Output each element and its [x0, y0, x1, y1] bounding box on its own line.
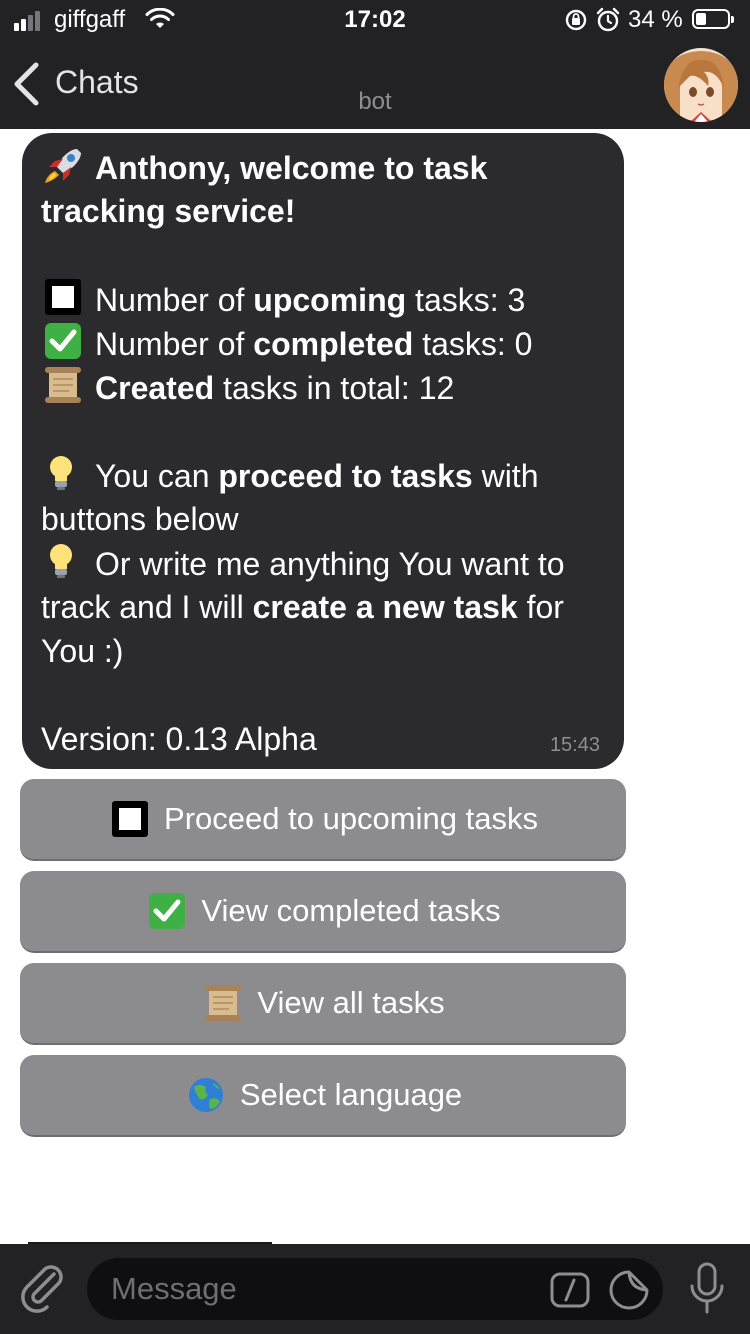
white-square-icon — [108, 799, 152, 839]
white-square-icon — [41, 277, 85, 317]
message-placeholder: Message — [111, 1271, 237, 1306]
tip-2-line-3: You :) — [41, 633, 124, 669]
carrier-name: giffgaff — [54, 6, 126, 33]
chevron-left-icon — [14, 62, 39, 106]
button-label: View all tasks — [257, 985, 445, 1020]
battery-level — [696, 13, 706, 25]
message-time: 15:43 — [549, 734, 600, 756]
sticker-icon[interactable] — [608, 1269, 650, 1311]
upcoming-tasks-line: Number of upcoming tasks: 3 — [41, 277, 604, 321]
microphone-icon[interactable] — [688, 1262, 726, 1316]
avatar[interactable] — [664, 48, 738, 122]
view-completed-button[interactable]: View completed tasks — [20, 871, 626, 953]
scroll-icon — [41, 365, 85, 405]
check-mark-icon — [145, 891, 189, 931]
created-tasks-line: Created tasks in total: 12 — [41, 365, 604, 409]
welcome-title-line-2: tracking service! — [41, 193, 296, 229]
welcome-title-line-1: Anthony, welcome to task — [95, 150, 488, 186]
version-text: Version: 0.13 Alpha — [41, 721, 317, 757]
completed-tasks-line: Number of completed tasks: 0 — [41, 321, 604, 365]
proceed-upcoming-button[interactable]: Proceed to upcoming tasks — [20, 779, 626, 861]
button-label: Proceed to upcoming tasks — [164, 801, 538, 836]
globe-icon — [184, 1075, 228, 1115]
rocket-icon — [41, 145, 85, 185]
view-all-button[interactable]: View all tasks — [20, 963, 626, 1045]
status-time: 17:02 — [344, 6, 406, 33]
bot-command-icon[interactable] — [550, 1272, 590, 1308]
check-mark-icon — [41, 321, 85, 361]
tip-1-line-2: buttons below — [41, 501, 239, 537]
scroll-icon — [201, 983, 245, 1023]
nav-bar: Chats bot — [0, 40, 750, 129]
paperclip-icon[interactable] — [18, 1264, 66, 1314]
input-bar: Message — [0, 1244, 750, 1334]
alarm-icon — [596, 7, 620, 32]
divider — [28, 1242, 272, 1244]
tip-2-line-2: track and I will create a new task for — [41, 589, 564, 625]
welcome-title: Anthony, welcome to task — [41, 145, 604, 189]
button-label: View completed tasks — [201, 893, 501, 928]
message-input[interactable]: Message — [87, 1258, 663, 1320]
tip-1-line-1: You can proceed to tasks with — [41, 453, 604, 497]
back-label: Chats — [55, 64, 139, 100]
wifi-icon — [145, 8, 175, 28]
signal-icon — [14, 9, 48, 31]
battery-icon — [692, 9, 734, 29]
light-bulb-icon — [41, 541, 85, 581]
chat-subtitle: bot — [358, 88, 392, 115]
battery-percent: 34 % — [628, 6, 683, 33]
chat-area: Anthony, welcome to task tracking servic… — [0, 129, 750, 1244]
orientation-lock-icon — [565, 9, 587, 31]
select-language-button[interactable]: Select language — [20, 1055, 626, 1137]
button-label: Select language — [239, 1077, 463, 1112]
tip-2-line-1: Or write me anything You want to — [41, 541, 604, 585]
message-bubble: Anthony, welcome to task tracking servic… — [22, 133, 624, 769]
light-bulb-icon — [41, 453, 85, 493]
status-bar: giffgaff 17:02 34 % — [0, 0, 750, 40]
